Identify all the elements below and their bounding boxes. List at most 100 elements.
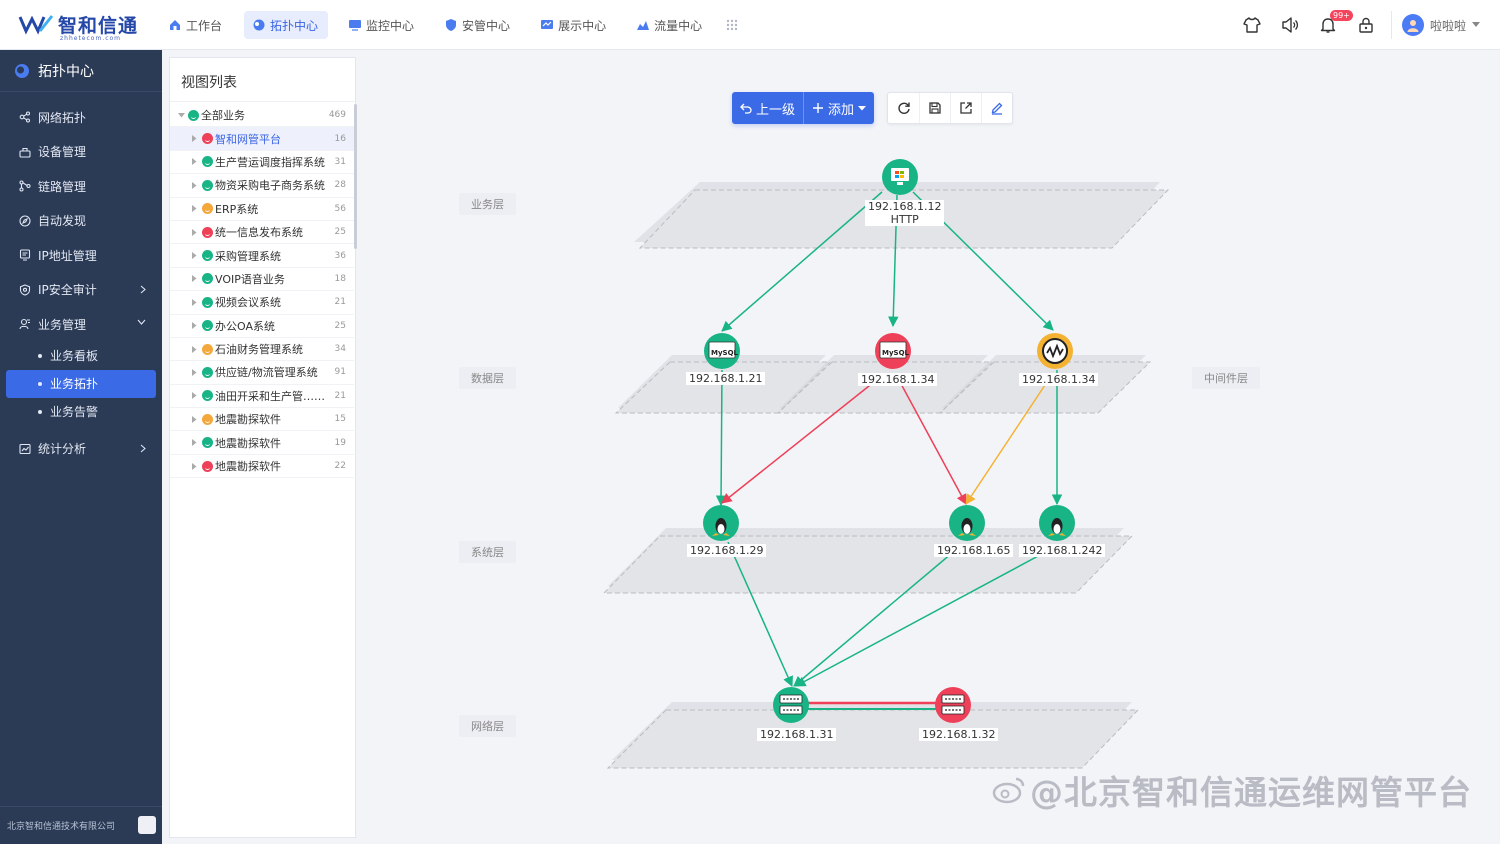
status-ok-icon [188, 109, 199, 121]
add-button[interactable]: 添加 [803, 92, 874, 124]
node-ip: 192.168.1.12 [868, 200, 942, 213]
topnav-traffic[interactable]: 流量中心 [628, 11, 712, 39]
topology-icon [253, 19, 265, 31]
apps-grid-icon[interactable] [726, 11, 738, 39]
caret-right-icon[interactable] [192, 205, 202, 213]
tree-label: 油田开采和生产管…… [215, 389, 325, 403]
node-switch-1[interactable] [773, 687, 809, 723]
caret-right-icon[interactable] [192, 392, 202, 400]
node-linux-2[interactable] [949, 505, 985, 541]
caret-down-icon[interactable] [178, 112, 188, 118]
sidebar-subitem-business-alarm[interactable]: 业务告警 [6, 398, 156, 426]
topology-center-icon [15, 63, 29, 78]
topnav-monitor[interactable]: 监控中心 [340, 11, 424, 39]
topology-canvas[interactable]: MySQL MySQL [360, 50, 1500, 844]
link-linux2-sw1 [793, 547, 959, 687]
node-middleware[interactable] [1037, 333, 1073, 369]
username: 啦啦啦 [1429, 18, 1466, 33]
sidebar-subitem-business-board[interactable]: 业务看板 [6, 342, 156, 370]
tree-count: 21 [334, 390, 346, 401]
collapse-sidebar-button[interactable] [138, 816, 156, 834]
node-mysql-1[interactable]: MySQL [704, 333, 740, 369]
speaker-icon[interactable] [1271, 10, 1309, 40]
caret-right-icon[interactable] [192, 181, 202, 189]
caret-right-icon[interactable] [192, 158, 202, 166]
sidebar-subitem-business-topology[interactable]: 业务拓扑 [6, 369, 156, 398]
sidebar-item-statistics[interactable]: 统计分析 [0, 432, 162, 467]
status-warning-icon [202, 343, 213, 355]
topnav-label: 展示中心 [558, 18, 607, 33]
caret-right-icon[interactable] [192, 275, 202, 283]
node-mysql-2[interactable]: MySQL [875, 333, 911, 369]
sidebar-item-ip-audit[interactable]: IP安全审计 [0, 273, 162, 308]
brand-logo[interactable]: 智和信通 zhhetecom.com [18, 11, 148, 42]
node-label-switch2: 192.168.1.32 [919, 728, 999, 741]
sidebar-item-link[interactable]: 链路管理 [0, 169, 162, 204]
tree-label: 视频会议系统 [215, 296, 281, 310]
user-menu[interactable]: 啦啦啦 [1401, 14, 1500, 36]
tree-count: 25 [334, 227, 346, 238]
sidebar-item-label: 统计分析 [38, 442, 87, 457]
caret-right-icon[interactable] [192, 368, 202, 376]
caret-right-icon[interactable] [192, 228, 202, 236]
node-switch-2[interactable] [935, 687, 971, 723]
bell-icon[interactable]: 99+ [1309, 10, 1353, 40]
sidebar-subitem-label: 业务看板 [50, 349, 99, 363]
node-label-linux3: 192.168.1.242 [1019, 544, 1106, 557]
topnav-topology[interactable]: 拓扑中心 [244, 11, 329, 39]
header-divider [1390, 11, 1392, 39]
caret-right-icon[interactable] [192, 345, 202, 353]
sidebar-item-network-topology[interactable]: 网络拓扑 [0, 100, 162, 135]
network-icon [19, 111, 31, 123]
refresh-button[interactable] [888, 93, 919, 123]
sidebar-item-business[interactable]: 业务管理 [0, 307, 162, 342]
topnav-display[interactable]: 展示中心 [532, 11, 616, 39]
bullet-dot [38, 409, 42, 414]
scrollbar[interactable] [354, 104, 357, 249]
tree-root-all-business[interactable]: 全部业务 469 [170, 104, 354, 128]
caret-right-icon[interactable] [192, 462, 202, 470]
link-linux3-sw1 [795, 554, 1041, 687]
topology-diagram: MySQL MySQL [602, 159, 1170, 769]
back-level-button[interactable]: 上一级 [732, 92, 803, 124]
tree-count: 91 [334, 367, 346, 378]
caret-right-icon[interactable] [192, 135, 202, 143]
node-linux-1[interactable] [703, 505, 739, 541]
tree-item[interactable]: 油田开采和生产管…… 21 [170, 385, 354, 409]
topnav-workbench[interactable]: 工作台 [160, 11, 232, 39]
edit-button[interactable] [981, 93, 1012, 123]
refresh-icon [897, 102, 910, 114]
save-button[interactable] [919, 93, 950, 123]
caret-right-icon[interactable] [192, 322, 202, 330]
caret-right-icon[interactable] [192, 252, 202, 260]
caret-right-icon[interactable] [192, 415, 202, 423]
skin-shirt-icon[interactable] [1233, 10, 1271, 40]
export-button[interactable] [950, 93, 981, 123]
caret-down-icon [858, 105, 867, 110]
tree-count: 469 [328, 110, 346, 121]
node-linux-3[interactable] [1039, 505, 1075, 541]
lock-icon[interactable] [1347, 10, 1385, 40]
sidebar-item-discovery[interactable]: 自动发现 [0, 204, 162, 239]
sidebar-item-ip-address[interactable]: IP地址管理 [0, 238, 162, 273]
sidebar-item-device[interactable]: 设备管理 [0, 135, 162, 170]
topnav-security[interactable]: 安管中心 [436, 11, 520, 39]
caret-right-icon[interactable] [192, 439, 202, 447]
caret-right-icon[interactable] [192, 298, 202, 306]
chevron-right-icon [140, 285, 146, 293]
node-http-server[interactable] [882, 159, 918, 195]
